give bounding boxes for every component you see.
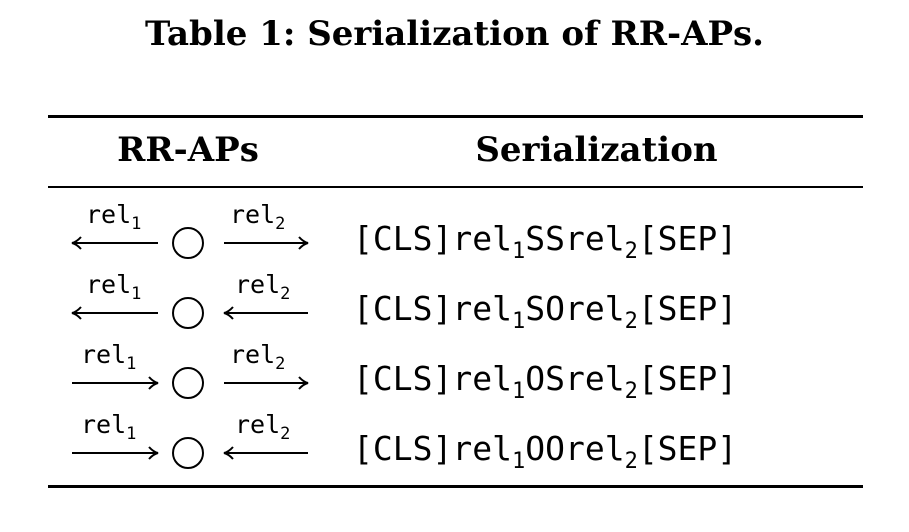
arrow-right-icon xyxy=(298,236,309,250)
arrow-left-icon xyxy=(223,306,234,320)
rel2-arrow xyxy=(223,306,308,320)
rel2-token-index: 2 xyxy=(624,449,638,474)
rr-ap-diagram: rel1 rel2 xyxy=(71,200,309,259)
entity-circle-icon xyxy=(172,227,204,259)
table-row: rel1 rel2 [CLS]rel1OOrel2[SEP] xyxy=(48,405,863,475)
table-row: rel1 rel2 [CLS]rel1SOrel2[SEP] xyxy=(48,265,863,335)
rr-ap-pattern: rel1 rel2 xyxy=(48,195,328,265)
rel1-arrow xyxy=(72,376,159,390)
rel2-label: rel2 xyxy=(235,410,290,444)
rel1-token: rel xyxy=(452,289,512,328)
arrow-right-icon xyxy=(148,446,159,460)
table-row: rel1 rel2 [CLS]rel1OSrel2[SEP] xyxy=(48,335,863,405)
rel1-token: rel xyxy=(452,359,512,398)
table-caption: Table 1: Serialization of RR-APs. xyxy=(144,14,765,54)
arrow-left-icon xyxy=(71,236,82,250)
sep-token: [SEP] xyxy=(637,219,738,258)
sep-token: [SEP] xyxy=(637,289,738,328)
arrow-right-icon xyxy=(148,376,159,390)
arrow-left-icon xyxy=(71,306,82,320)
rel1-label: rel1 xyxy=(86,270,141,304)
rr-ap-diagram: rel1 rel2 xyxy=(72,410,308,469)
rel1-label: rel1 xyxy=(86,200,141,234)
rel2-arrow xyxy=(223,446,308,460)
arrow-right-icon xyxy=(298,376,309,390)
rel1-token-index: 1 xyxy=(511,449,526,474)
entity-circle-icon xyxy=(172,297,204,329)
direction-code: SS xyxy=(525,219,565,258)
rel2-label: rel2 xyxy=(235,270,290,304)
rel2-arrow xyxy=(224,236,309,250)
rel1-arrow xyxy=(72,446,159,460)
rel1-token-index: 1 xyxy=(511,239,526,264)
rel2-token-index: 2 xyxy=(624,239,638,264)
serialization-text: [CLS]rel1OSrel2[SEP] xyxy=(353,357,738,404)
rel2-token: rel xyxy=(564,429,625,468)
table-row: rel1 rel2 [CLS]rel1SSrel2[SEP] xyxy=(48,195,863,265)
rel1-token: rel xyxy=(452,429,512,468)
direction-code: SO xyxy=(525,289,565,328)
rel1-label: rel1 xyxy=(81,340,136,374)
column-header-rr-aps: RR-APs xyxy=(117,130,259,170)
rel1-token-index: 1 xyxy=(511,379,526,404)
top-rule xyxy=(48,115,863,118)
arrow-left-icon xyxy=(223,446,234,460)
rel2-label: rel2 xyxy=(230,200,285,234)
rel1-arrow xyxy=(71,236,158,250)
entity-circle-icon xyxy=(172,437,204,469)
direction-code: OO xyxy=(525,429,565,468)
rr-ap-pattern: rel1 rel2 xyxy=(48,335,328,405)
cls-token: [CLS] xyxy=(353,359,453,398)
serialization-text: [CLS]rel1SSrel2[SEP] xyxy=(353,217,738,264)
sep-token: [SEP] xyxy=(637,359,738,398)
bottom-rule xyxy=(48,485,863,488)
rel2-token-index: 2 xyxy=(624,309,638,334)
cls-token: [CLS] xyxy=(353,219,453,258)
entity-circle-icon xyxy=(172,367,204,399)
column-header-serialization: Serialization xyxy=(475,130,718,170)
rel2-label: rel2 xyxy=(230,340,285,374)
rel2-token: rel xyxy=(564,289,625,328)
rel2-arrow xyxy=(224,376,309,390)
rr-ap-pattern: rel1 rel2 xyxy=(48,405,328,475)
sep-token: [SEP] xyxy=(637,429,738,468)
rr-ap-diagram: rel1 rel2 xyxy=(72,340,309,399)
direction-code: OS xyxy=(525,359,565,398)
rel1-label: rel1 xyxy=(81,410,136,444)
cls-token: [CLS] xyxy=(353,289,453,328)
serialization-text: [CLS]rel1OOrel2[SEP] xyxy=(353,427,738,474)
header-rule xyxy=(48,186,863,188)
rel2-token: rel xyxy=(564,359,625,398)
rel1-token-index: 1 xyxy=(511,309,526,334)
rel2-token: rel xyxy=(564,219,625,258)
rel1-arrow xyxy=(71,306,158,320)
rel1-token: rel xyxy=(452,219,512,258)
cls-token: [CLS] xyxy=(353,429,453,468)
rel2-token-index: 2 xyxy=(624,379,638,404)
rr-ap-diagram: rel1 rel2 xyxy=(71,270,308,329)
serialization-text: [CLS]rel1SOrel2[SEP] xyxy=(353,287,738,334)
rr-ap-pattern: rel1 rel2 xyxy=(48,265,328,335)
